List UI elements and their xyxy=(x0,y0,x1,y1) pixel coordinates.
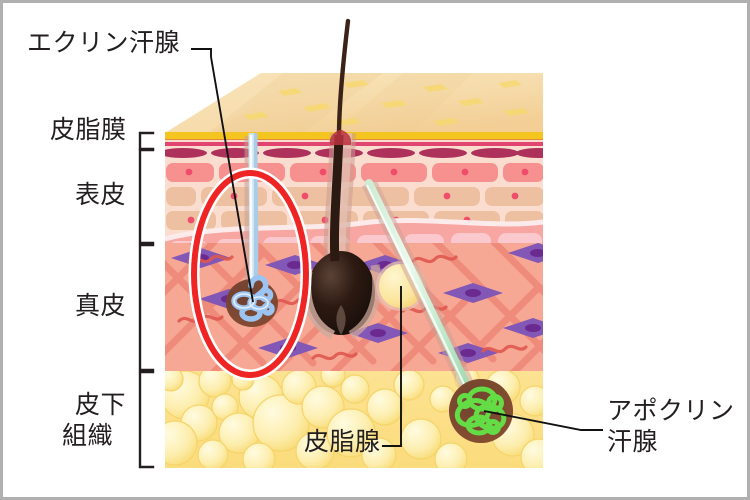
apocrine-coil xyxy=(454,386,507,436)
label-subcutaneous-line2: 組織 xyxy=(62,422,114,450)
label-sebum-film: 皮脂膜 xyxy=(50,116,127,144)
bracket-epidermis xyxy=(138,148,155,245)
eccrine-sweat-gland xyxy=(226,133,278,327)
apocrine-sweat-gland xyxy=(361,179,513,443)
leader-eccrine-line xyxy=(210,56,254,303)
label-eccrine-sweat-gland: エクリン汗腺 xyxy=(27,29,181,57)
leader-eccrine-hook xyxy=(191,48,212,57)
diagram-stage: エクリン汗腺 皮脂膜 表皮 真皮 皮下 組織 皮脂腺 アポクリン 汗腺 xyxy=(3,3,747,497)
label-sebaceous-gland: 皮脂腺 xyxy=(304,428,381,456)
label-dermis: 真皮 xyxy=(75,292,127,320)
leader-apocrine xyxy=(483,410,603,431)
eccrine-highlight-ellipse xyxy=(188,167,312,381)
bracket-dermis xyxy=(138,243,155,372)
bracket-sebum-film xyxy=(138,131,155,151)
leader-lines xyxy=(191,48,603,447)
layer-brackets xyxy=(138,131,155,469)
label-apocrine-line1: アポクリン xyxy=(607,397,735,425)
label-subcutaneous-line1: 皮下 xyxy=(75,391,127,419)
label-epidermis: 表皮 xyxy=(75,181,127,209)
bracket-subcutaneous xyxy=(138,370,155,469)
label-apocrine-line2: 汗腺 xyxy=(607,428,659,456)
hair-follicle xyxy=(302,18,382,340)
skin-cross-section-svg xyxy=(138,18,603,469)
leader-sebaceous xyxy=(382,286,402,447)
